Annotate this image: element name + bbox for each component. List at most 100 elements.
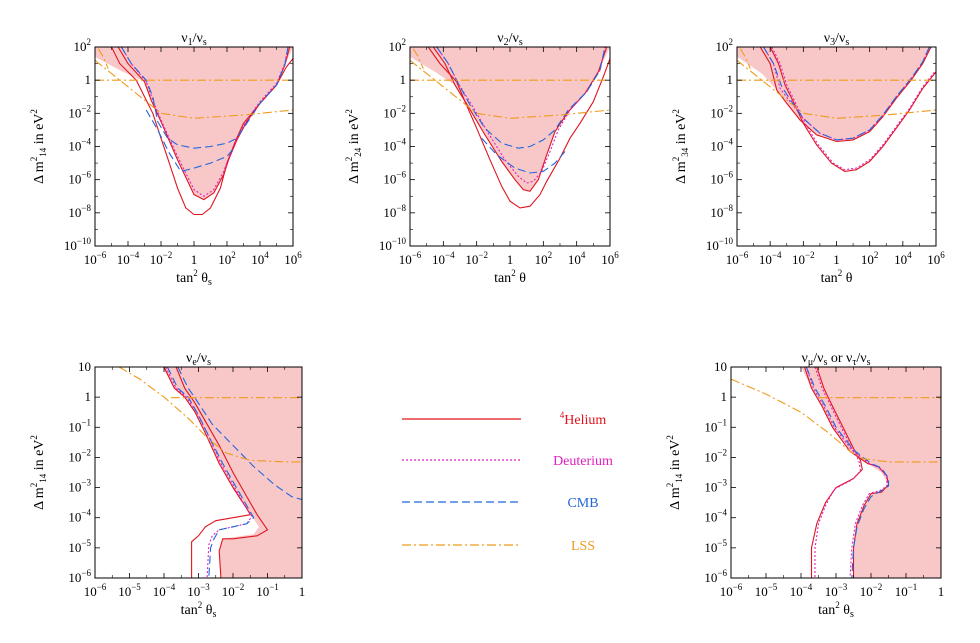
deuterium-curve-3 (165, 367, 253, 578)
y-tick-label: 1 (727, 72, 734, 87)
x-tick-label: 10−2 (150, 250, 173, 267)
x-tick-label: 10−6 (84, 250, 107, 267)
lss-curve-6 (118, 367, 302, 463)
y-tick-label: 1 (721, 389, 728, 404)
x-tick-label: 10−4 (117, 250, 140, 267)
y-tick-label: 10−6 (704, 568, 727, 585)
x-tick-label: 10−6 (399, 250, 422, 267)
x-axis-title: tan2 θs (181, 600, 217, 620)
cmb-curve-5 (805, 367, 890, 578)
x-tick-label: 10−5 (755, 582, 778, 599)
lss-curve-8 (412, 48, 424, 69)
x-tick-label: 10−4 (432, 250, 455, 267)
y-tick-label: 10−5 (704, 538, 727, 555)
cmb-curve-4 (436, 47, 606, 149)
excluded-region (801, 367, 941, 578)
x-axis-title: tan2 θ (821, 268, 853, 286)
x-tick-label: 10−5 (118, 582, 141, 599)
x-tick-label: 10−4 (759, 250, 782, 267)
x-tick-label: 1 (299, 584, 306, 599)
y-tick-label: 10−8 (68, 203, 91, 220)
y-tick-label: 1 (85, 389, 92, 404)
excluded-region (410, 47, 610, 192)
x-tick-label: 10−6 (726, 250, 749, 267)
y-tick-label: 10−6 (68, 170, 91, 187)
y-tick-label: 102 (389, 37, 407, 54)
y-tick-label: 10−8 (383, 203, 406, 220)
x-tick-label: 106 (927, 250, 945, 267)
y-axis-title: Δ m214 in eV2 (29, 109, 48, 184)
y-axis-title: Δ m224 in eV2 (344, 109, 363, 184)
y-axis-title: Δ m214 in eV2 (29, 435, 48, 510)
y-tick-label: 102 (74, 37, 92, 54)
helium-curve-1 (759, 47, 932, 143)
y-tick-label: 10−4 (383, 137, 406, 154)
lss-curve-8 (739, 48, 751, 69)
x-tick-label: 106 (601, 250, 619, 267)
y-tick-label: 10−4 (68, 137, 91, 154)
y-tick-label: 10−2 (68, 103, 91, 120)
deuterium-curve-3 (805, 367, 888, 578)
y-tick-label: 10−5 (68, 538, 91, 555)
helium-curve-2 (810, 367, 863, 578)
legend-label-deuterium: Deuterium (553, 454, 613, 469)
y-axis-title: Δ m234 in eV2 (671, 109, 690, 184)
x-tick-label: 10−2 (222, 582, 245, 599)
y-tick-label: 10−10 (379, 236, 407, 253)
y-tick-label: 10−2 (704, 447, 727, 464)
x-tick-label: 102 (535, 250, 553, 267)
y-tick-label: 10−4 (704, 508, 727, 525)
excluded-region (737, 47, 931, 142)
lss-curve-6 (731, 378, 941, 463)
x-tick-label: 106 (284, 250, 302, 267)
y-tick-label: 10−4 (710, 137, 733, 154)
x-tick-label: 10−2 (860, 582, 883, 599)
x-axis-title: tan2 θs (176, 268, 212, 288)
x-tick-label: 10−6 (720, 582, 743, 599)
y-tick-label: 1 (85, 72, 92, 87)
x-axis-title: tan2 θs (818, 600, 854, 620)
deuterium-curve-4 (814, 367, 862, 578)
x-tick-label: 10−1 (256, 582, 279, 599)
x-tick-label: 104 (894, 250, 912, 267)
legend-label-lss: LSS (571, 539, 595, 554)
cmb-curve-5 (177, 367, 302, 501)
x-tick-label: 10−2 (465, 250, 488, 267)
x-tick-label: 102 (861, 250, 879, 267)
x-tick-label: 1 (833, 252, 840, 267)
legend-label-cmb: CMB (567, 496, 598, 511)
y-tick-label: 10−2 (383, 103, 406, 120)
panel-title: ν2/νs (497, 31, 523, 48)
y-tick-label: 10−2 (68, 447, 91, 464)
x-tick-label: 1 (507, 252, 514, 267)
legend-label-helium: 4Helium (560, 410, 607, 428)
y-tick-label: 10−1 (704, 417, 727, 434)
helium-curve-2 (769, 47, 936, 172)
y-tick-label: 10−6 (68, 568, 91, 585)
x-tick-label: 10−4 (153, 582, 176, 599)
y-tick-label: 10−6 (710, 170, 733, 187)
y-tick-label: 10−10 (706, 236, 734, 253)
x-tick-label: 10−1 (895, 582, 918, 599)
y-tick-label: 10−10 (64, 236, 92, 253)
x-tick-label: 10−6 (84, 582, 107, 599)
y-tick-label: 102 (716, 37, 734, 54)
panel-title: νe/νs (186, 351, 211, 368)
y-tick-label: 10−2 (710, 103, 733, 120)
cmb-curve-5 (145, 109, 236, 173)
panel-title: ν1/νs (181, 31, 207, 48)
lss-curve-8 (97, 48, 109, 69)
helium-curve-1 (175, 367, 269, 578)
x-tick-label: 10−3 (825, 582, 848, 599)
excluded-region (95, 47, 293, 200)
deuterium-curve-3 (120, 47, 289, 197)
panel-title: νμ/νs or ντ/νs (801, 351, 870, 368)
x-tick-label: 102 (218, 250, 236, 267)
y-tick-label: 10 (714, 359, 727, 374)
cmb-curve-5 (763, 47, 930, 141)
